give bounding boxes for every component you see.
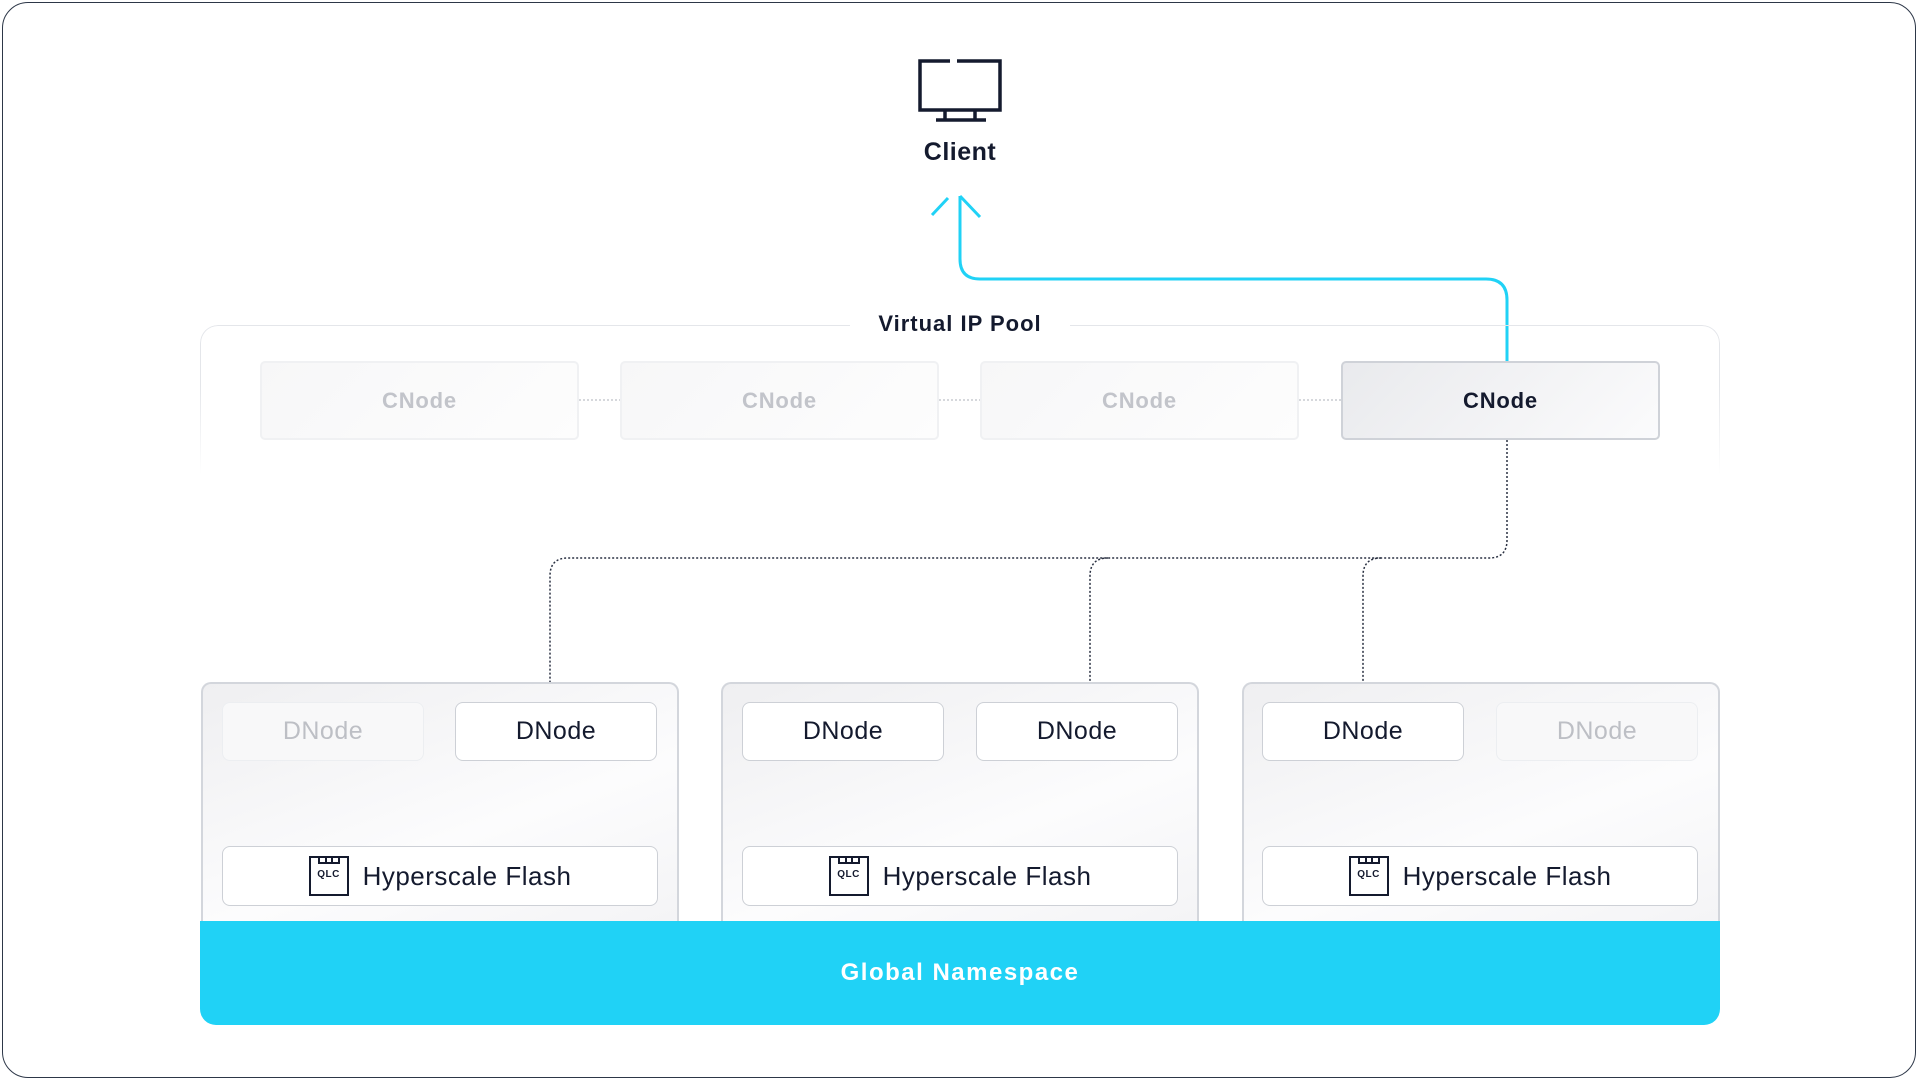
dnode-1-1[interactable]: DNode (222, 702, 424, 761)
global-namespace-label: Global Namespace (840, 959, 1080, 986)
cnode-3[interactable]: CNode (980, 361, 1299, 440)
cnode-1[interactable]: CNode (260, 361, 579, 440)
global-namespace-bar: Global Namespace (200, 921, 1720, 1025)
qlc-chip-icon: QLC (1348, 856, 1389, 896)
monitor-icon (918, 59, 1002, 122)
flash-label: Hyperscale Flash (882, 860, 1092, 891)
cnode-2[interactable]: CNode (620, 361, 939, 440)
dnode-1-2[interactable]: DNode (455, 702, 657, 761)
qlc-chip-label: QLC (837, 869, 860, 880)
cnode-4-active[interactable]: CNode (1341, 361, 1660, 440)
dotted-link-to-group2 (1089, 557, 1109, 702)
dnode-3-2[interactable]: DNode (1496, 702, 1698, 761)
flash-label: Hyperscale Flash (362, 860, 572, 891)
dnode-2-1[interactable]: DNode (742, 702, 944, 761)
dotted-link-to-group3 (1362, 557, 1382, 702)
qlc-chip-label: QLC (317, 869, 340, 880)
client-link-line (958, 196, 1509, 361)
arrow-head-icon (930, 194, 982, 219)
hyperscale-flash-1[interactable]: QLC Hyperscale Flash (222, 846, 658, 906)
qlc-chip-icon: QLC (308, 856, 349, 896)
virtual-ip-pool-title: Virtual IP Pool (850, 311, 1070, 337)
flash-label: Hyperscale Flash (1402, 860, 1612, 891)
qlc-chip-icon: QLC (828, 856, 869, 896)
dnode-2-2[interactable]: DNode (976, 702, 1178, 761)
dnode-3-1[interactable]: DNode (1262, 702, 1464, 761)
hyperscale-flash-2[interactable]: QLC Hyperscale Flash (742, 846, 1178, 906)
dotted-link-cnode-to-dnodes (549, 440, 1508, 702)
client-label: Client (923, 138, 997, 166)
hyperscale-flash-3[interactable]: QLC Hyperscale Flash (1262, 846, 1698, 906)
qlc-chip-label: QLC (1357, 869, 1380, 880)
